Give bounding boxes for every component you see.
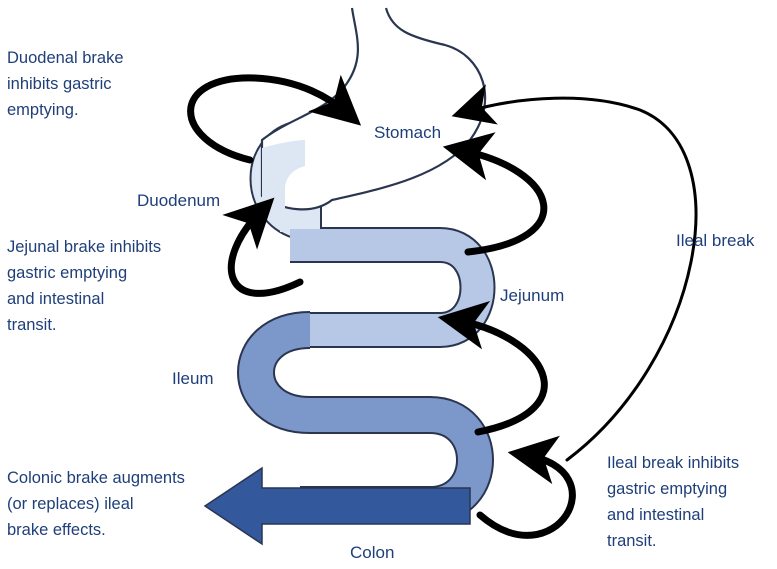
duodenum-label: Duodenum bbox=[137, 191, 220, 210]
colonic-note-line: brake effects. bbox=[7, 521, 106, 539]
colonic-note-line: (or replaces) ileal bbox=[7, 495, 134, 513]
ileal-break-note: Ileal break inhibits gastric emptying an… bbox=[607, 454, 744, 550]
duodenal-note-line: emptying. bbox=[7, 101, 79, 119]
ileum-tube bbox=[256, 330, 475, 505]
colon-to-ileum-arrow bbox=[480, 455, 572, 535]
ileal-break-label: Ileal break bbox=[676, 231, 755, 250]
duodenal-note-line: inhibits gastric bbox=[7, 75, 112, 93]
jejunal-note-line: transit. bbox=[7, 316, 57, 334]
duodenal-note-line: Duodenal brake bbox=[7, 49, 124, 67]
ileum-label: Ileum bbox=[172, 369, 214, 388]
jejunum-tube bbox=[290, 245, 478, 330]
stomach-label: Stomach bbox=[374, 123, 441, 142]
ileal-note-line: Ileal break inhibits bbox=[607, 454, 739, 472]
ileal-note-line: gastric emptying bbox=[607, 480, 727, 498]
ileal-note-line: transit. bbox=[607, 532, 657, 550]
colon-arrow bbox=[205, 468, 470, 544]
stomach-shape bbox=[262, 8, 485, 209]
ileal-note-line: and intestinal bbox=[607, 506, 704, 524]
colon-label: Colon bbox=[350, 543, 394, 562]
colonic-note-line: Colonic brake augments bbox=[7, 469, 185, 487]
jejunal-brake-note: Jejunal brake inhibits gastric emptying … bbox=[7, 238, 166, 334]
jejunum-label: Jejunum bbox=[500, 286, 564, 305]
jejunal-note-line: and intestinal bbox=[7, 290, 104, 308]
jejunal-note-line: Jejunal brake inhibits bbox=[7, 238, 161, 256]
jejunal-note-line: gastric emptying bbox=[7, 264, 127, 282]
intestine bbox=[205, 142, 478, 544]
ileal-break-arrow bbox=[466, 98, 696, 460]
duodenal-brake-note: Duodenal brake inhibits gastric emptying… bbox=[7, 49, 128, 119]
colonic-brake-note: Colonic brake augments (or replaces) ile… bbox=[7, 469, 190, 539]
jejunum-to-stomach-arrow bbox=[460, 150, 544, 252]
